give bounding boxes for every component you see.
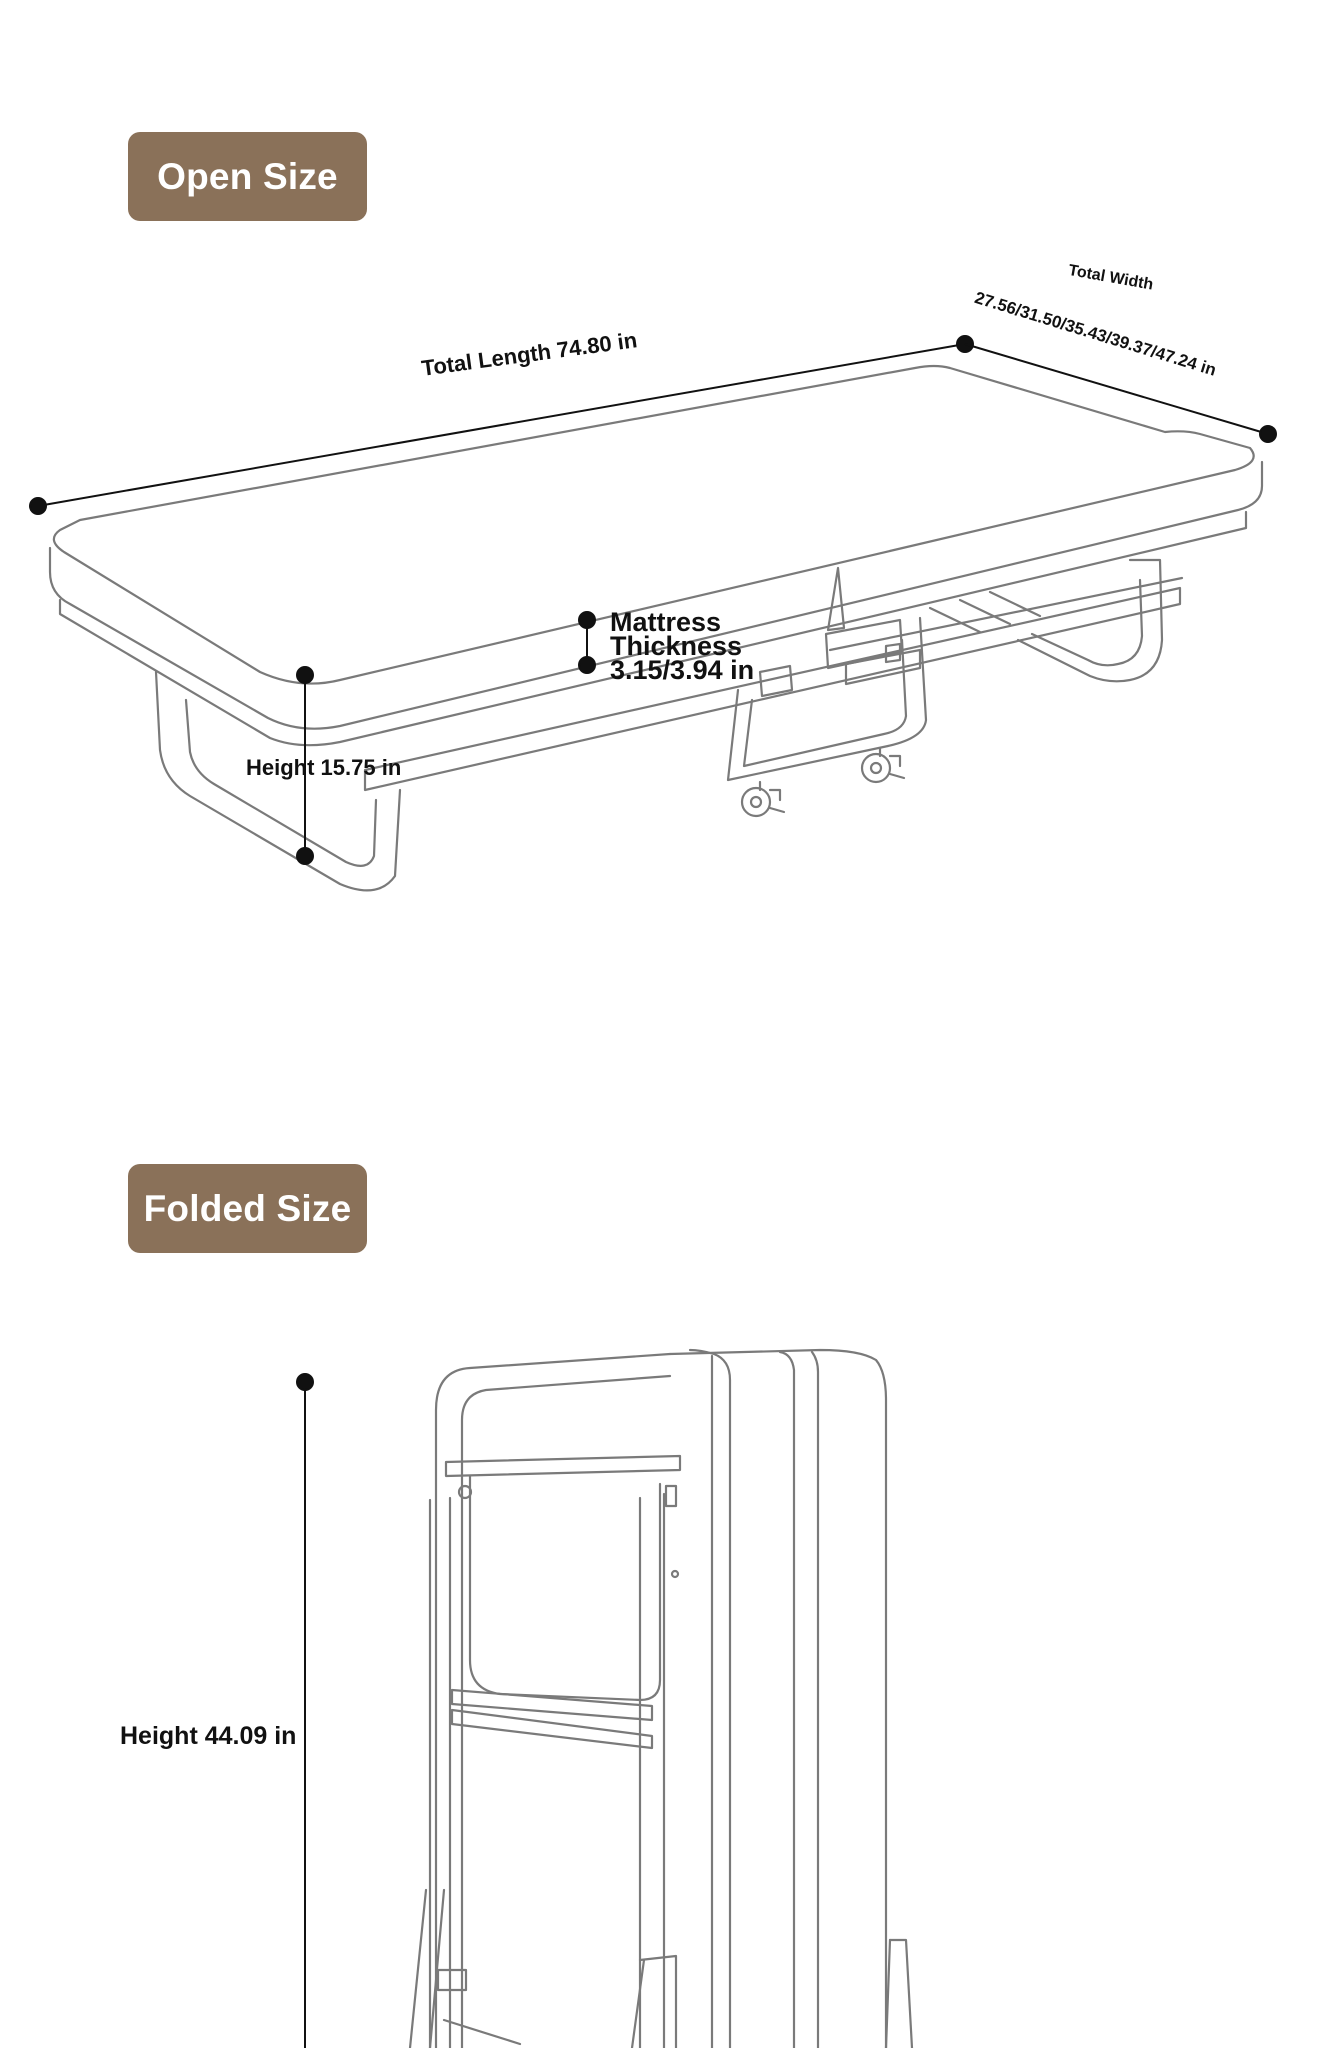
thickness-dot-top <box>578 611 596 629</box>
hinge-post <box>826 566 846 632</box>
folded-leg-left2 <box>428 1888 446 2048</box>
folded-leg-mid <box>638 1954 678 2048</box>
folded-bed-illustration <box>408 1348 914 2048</box>
frame-rail-front <box>363 586 1182 792</box>
open-height-dot-bottom <box>296 847 314 865</box>
thickness-dot-bottom <box>578 656 596 674</box>
mattress-thickness-line1: Mattress <box>610 607 722 637</box>
caster-wheel-left <box>740 786 772 818</box>
folded-size-badge: Folded Size <box>128 1164 367 1253</box>
slat-3 <box>988 590 1042 618</box>
caster-wheel-right <box>860 752 892 784</box>
width-dot-end <box>1259 425 1277 443</box>
caster-frame-inner <box>742 638 908 768</box>
slat-1 <box>928 606 982 634</box>
folded-crossbar-mid2 <box>450 1708 654 1750</box>
folded-leg-right2 <box>884 1938 892 2048</box>
folded-frame-inner <box>460 1374 672 2048</box>
folded-bolt-side <box>670 1569 680 1579</box>
folded-frame-outer <box>434 1352 672 2048</box>
width-dimension-line <box>964 343 1269 435</box>
mattress-bottom-edge <box>58 510 1248 747</box>
open-height-dot-top <box>296 666 314 684</box>
caster-frame-outer <box>726 616 928 782</box>
folded-height-label: Height 44.09 in <box>120 1722 297 1750</box>
folded-leg-mid2 <box>630 1958 646 2048</box>
folded-bottom-bar <box>442 2018 522 2046</box>
open-size-badge: Open Size <box>128 132 367 221</box>
length-dot-start <box>29 497 47 515</box>
folded-leg-left-clip <box>436 1968 468 1992</box>
folded-mattress-seam <box>778 1350 796 2048</box>
folded-leg-right <box>888 1938 914 2048</box>
left-leg-inner <box>184 698 378 867</box>
folded-leg-left <box>408 1888 428 2048</box>
mattress-thickness-label: Mattress Thickness 3.15/3.94 in <box>610 607 755 685</box>
folded-mattress-seam2 <box>810 1350 820 2048</box>
folded-dimension-lines <box>296 1373 314 2048</box>
mattress-side <box>48 460 1264 730</box>
right-leg-outer <box>1016 558 1164 683</box>
mattress-top <box>52 364 1255 685</box>
folded-bracket-mid <box>664 1484 678 1508</box>
left-leg-outer <box>154 670 402 892</box>
mattress-thickness-line3: 3.15/3.94 in <box>610 655 755 685</box>
folded-crossbar-top <box>444 1454 682 1478</box>
length-dimension-line <box>37 343 966 507</box>
folded-mattress-front <box>688 1348 732 2048</box>
open-dimension-lines <box>29 335 1277 865</box>
frame-rail-back <box>828 576 1184 652</box>
open-bed-illustration <box>48 364 1264 892</box>
folded-mattress-back <box>668 1348 888 2048</box>
folded-bolt-top <box>457 1484 473 1500</box>
caster-bracket <box>758 664 794 698</box>
hinge-bar <box>844 648 922 686</box>
folded-height-dot-top <box>296 1373 314 1391</box>
slat-2 <box>958 598 1012 626</box>
folded-inner-panel <box>468 1474 662 1702</box>
open-height-label: Height 15.75 in <box>246 755 402 780</box>
right-leg-inner <box>1030 578 1144 667</box>
mattress-thickness-line2: Thickness <box>610 631 743 661</box>
folded-crossbar-mid <box>450 1688 654 1722</box>
